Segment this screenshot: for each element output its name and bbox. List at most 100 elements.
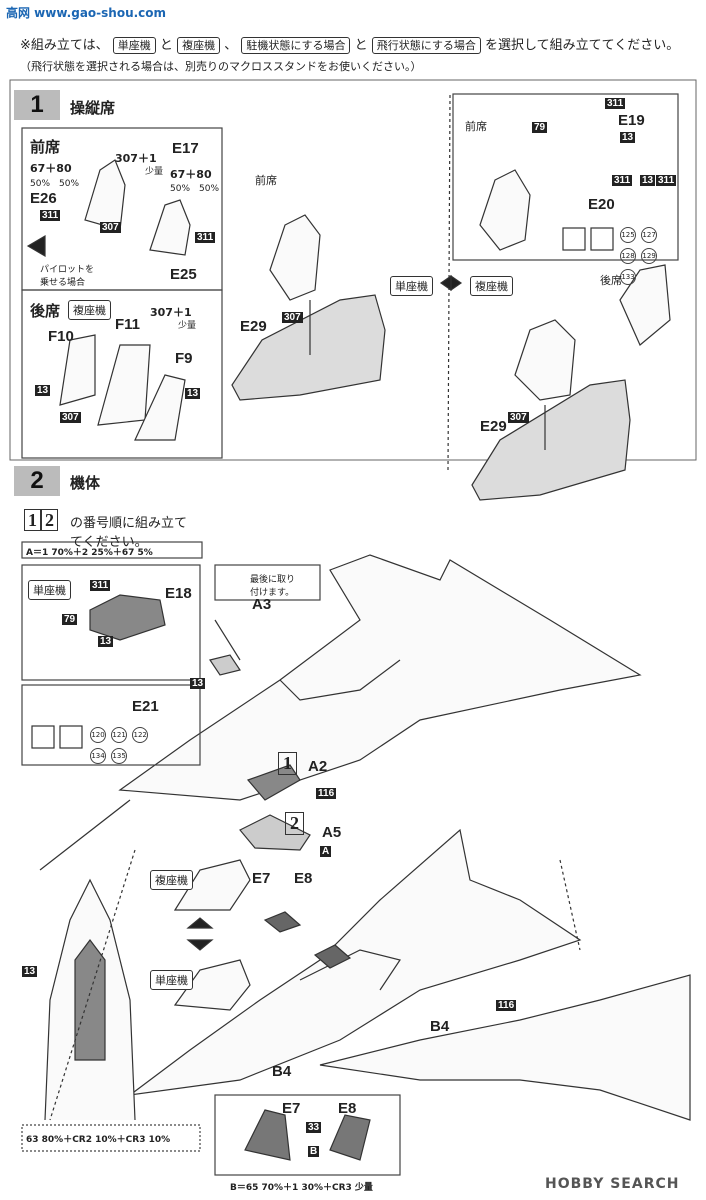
step1-number: 1 xyxy=(14,90,60,120)
part-E17: E17 xyxy=(172,140,199,157)
code-116-a: 116 xyxy=(316,788,337,799)
decal-list-1: 125 127 128 129 133 xyxy=(620,222,678,285)
step2-number: 2 xyxy=(14,466,60,496)
single-seat-tag-step2-b: 単座機 xyxy=(150,970,193,990)
watermark-logo-bottom: HOBBY SEARCH xyxy=(545,1176,679,1192)
option-parked: 駐機状態にする場合 xyxy=(241,37,351,54)
part-E21: E21 xyxy=(132,698,159,715)
part-E7: E7 xyxy=(252,870,271,887)
part-E20: E20 xyxy=(588,196,615,213)
callout-B: B xyxy=(308,1146,320,1157)
part-E7-inset: E7 xyxy=(282,1100,301,1117)
step2-title: 機体 xyxy=(70,475,101,492)
watermark-logo-top: 高网 www.gao-shou.com xyxy=(6,4,166,21)
mix-b-rear: 307＋1 xyxy=(150,306,192,319)
part-A2: A2 xyxy=(308,758,328,775)
code-13-d: 13 xyxy=(640,175,656,186)
code-116-b: 116 xyxy=(496,1000,517,1011)
decal-125: 125 xyxy=(620,227,636,243)
code-13-f: 13 xyxy=(190,678,206,689)
code-311-d: 311 xyxy=(612,175,633,186)
two-seat-tag-rear: 複座機 xyxy=(68,300,111,320)
order-num-2-callout: 2 xyxy=(285,812,304,835)
decal-134: 134 xyxy=(90,748,106,764)
part-B4-a: B4 xyxy=(430,1018,450,1035)
code-13-c: 13 xyxy=(620,132,636,143)
part-E26: E26 xyxy=(30,190,57,207)
code-13-e: 13 xyxy=(98,636,114,647)
rear-seat-label-right: 後席 xyxy=(600,274,622,287)
part-A3: A3 xyxy=(252,596,272,613)
code-13-b: 13 xyxy=(185,388,201,399)
part-B4-b: B4 xyxy=(272,1063,292,1080)
two-seat-tag-step2: 複座機 xyxy=(150,870,193,890)
code-311-a: 311 xyxy=(40,210,61,221)
code-79-b: 79 xyxy=(62,614,78,625)
front-seat-label-right: 前席 xyxy=(465,120,487,133)
mix-a-label: 67＋80 xyxy=(30,162,72,175)
intro-suffix: を選択して組み立ててください。 xyxy=(485,38,680,53)
mix-a-percent-right: 50% 50% xyxy=(170,184,220,194)
decal-135: 135 xyxy=(111,748,128,764)
mix-a-label-right: 67＋80 xyxy=(170,168,212,181)
part-E29-b: E29 xyxy=(480,418,507,435)
watermark-text-bottom: HOBBY SEARCH xyxy=(545,1176,680,1192)
pilot-note: パイロットを 乗せる場合 xyxy=(40,265,95,288)
option-single-seat: 単座機 xyxy=(112,37,156,54)
mix-b-sub: 少量 xyxy=(145,167,164,177)
code-13-g: 13 xyxy=(22,966,38,977)
intro-note: （飛行状態を選択される場合は、別売りのマクロススタンドをお使いください。） xyxy=(20,60,422,73)
mix-b-rear-sub: 少量 xyxy=(178,321,197,331)
callout-A: A xyxy=(320,846,332,857)
code-79-a: 79 xyxy=(532,122,548,133)
intro-sep1: と xyxy=(159,38,173,53)
part-E25: E25 xyxy=(170,266,197,283)
code-307-d: 307 xyxy=(508,412,529,423)
part-A5: A5 xyxy=(322,824,342,841)
mix-a-percent: 50% 50% xyxy=(30,179,80,189)
front-seat-label-center: 前席 xyxy=(255,174,277,187)
decal-128: 128 xyxy=(620,248,636,264)
decal-120: 120 xyxy=(90,727,106,743)
code-33: 33 xyxy=(306,1122,322,1133)
intro-prefix: ※組み立ては、 xyxy=(20,38,109,53)
mix-b-label: 307＋1 xyxy=(115,152,157,165)
part-E29-a: E29 xyxy=(240,318,267,335)
two-seat-tag-center: 複座機 xyxy=(470,276,513,296)
front-seat-label: 前席 xyxy=(30,139,61,156)
part-F11: F11 xyxy=(115,316,141,333)
code-307-c: 307 xyxy=(282,312,303,323)
option-two-seat: 複座機 xyxy=(177,37,221,54)
code-13-a: 13 xyxy=(35,385,51,396)
intro-sep2: 、 xyxy=(224,38,238,53)
decal-121: 121 xyxy=(111,727,128,743)
part-F10: F10 xyxy=(48,328,74,345)
part-E8-inset: E8 xyxy=(338,1100,357,1117)
decal-122: 122 xyxy=(132,727,149,743)
part-E19: E19 xyxy=(618,112,645,129)
order-num-2: 2 xyxy=(41,509,58,531)
part-F9: F9 xyxy=(175,350,193,367)
code-311-b: 311 xyxy=(195,232,216,243)
part-E8: E8 xyxy=(294,870,313,887)
intro-sep3: と xyxy=(354,38,368,53)
single-seat-tag-step2: 単座機 xyxy=(28,580,71,600)
code-311-f: 311 xyxy=(90,580,111,591)
single-seat-tag-center: 単座機 xyxy=(390,276,433,296)
watermark-text-top: 高网 www.gao-shou.com xyxy=(6,6,167,20)
option-flight: 飛行状態にする場合 xyxy=(371,37,481,54)
decal-133: 133 xyxy=(620,269,636,285)
step1-title: 操縦席 xyxy=(70,100,116,117)
mix-bottom-left: 63 80%＋CR2 10%＋CR3 10% xyxy=(26,1135,171,1145)
mix-B-definition: B＝65 70%＋1 30%＋CR3 少量 xyxy=(230,1183,373,1193)
part-E18: E18 xyxy=(165,585,192,602)
order-note: の番号順に組み立ててください。 xyxy=(70,516,188,550)
code-311-e: 311 xyxy=(656,175,677,186)
code-307-a: 307 xyxy=(100,222,121,233)
decal-129: 129 xyxy=(641,248,658,264)
last-note: 最後に取り 付けます。 xyxy=(250,575,296,598)
decal-127: 127 xyxy=(641,227,658,243)
intro-line: ※組み立ては、 単座機 と 複座機 、 駐機状態にする場合 と 飛行状態にする場… xyxy=(20,34,700,54)
